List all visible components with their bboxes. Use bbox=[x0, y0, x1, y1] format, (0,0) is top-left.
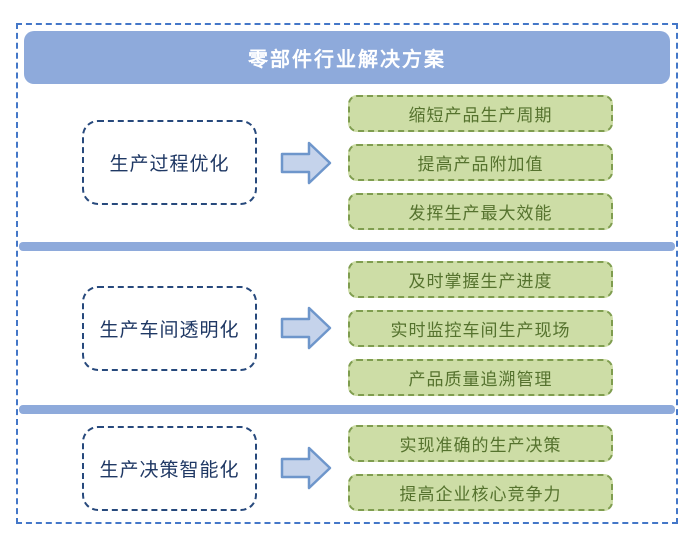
right-arrow-icon bbox=[280, 445, 332, 491]
item-box: 提高企业核心竞争力 bbox=[348, 474, 613, 512]
section-divider bbox=[19, 405, 675, 415]
item-box: 及时掌握生产进度 bbox=[348, 260, 613, 298]
item-box: 发挥生产最大效能 bbox=[348, 193, 613, 231]
section-decision-intelligence: 生产决策智能化 实现准确的生产决策 提高企业核心竞争力 bbox=[18, 414, 676, 522]
diagram-title: 零部件行业解决方案 bbox=[24, 31, 670, 84]
category-box: 生产决策智能化 bbox=[82, 425, 257, 511]
category-label: 生产过程优化 bbox=[109, 154, 230, 176]
category-label: 生产车间透明化 bbox=[99, 319, 240, 341]
section-divider bbox=[19, 242, 675, 252]
items-column: 及时掌握生产进度 实时监控车间生产现场 产品质量追溯管理 bbox=[348, 260, 613, 396]
item-box: 产品质量追溯管理 bbox=[348, 358, 613, 396]
category-label: 生产决策智能化 bbox=[99, 459, 240, 481]
item-box: 缩短产品生产周期 bbox=[348, 95, 613, 133]
right-arrow-icon bbox=[280, 305, 332, 351]
category-box: 生产车间透明化 bbox=[82, 285, 257, 371]
right-arrow-icon bbox=[280, 140, 332, 186]
category-box: 生产过程优化 bbox=[82, 120, 257, 206]
item-box: 提高产品附加值 bbox=[348, 144, 613, 182]
solution-diagram-frame: 零部件行业解决方案 生产过程优化 缩短产品生产周期 提高产品附加值 发挥生产最大… bbox=[16, 23, 678, 524]
item-box: 实现准确的生产决策 bbox=[348, 425, 613, 463]
item-box: 实时监控车间生产现场 bbox=[348, 309, 613, 347]
items-column: 实现准确的生产决策 提高企业核心竞争力 bbox=[348, 425, 613, 512]
items-column: 缩短产品生产周期 提高产品附加值 发挥生产最大效能 bbox=[348, 95, 613, 231]
section-workshop-transparency: 生产车间透明化 及时掌握生产进度 实时监控车间生产现场 产品质量追溯管理 bbox=[18, 251, 676, 405]
section-production-process: 生产过程优化 缩短产品生产周期 提高产品附加值 发挥生产最大效能 bbox=[18, 84, 676, 242]
